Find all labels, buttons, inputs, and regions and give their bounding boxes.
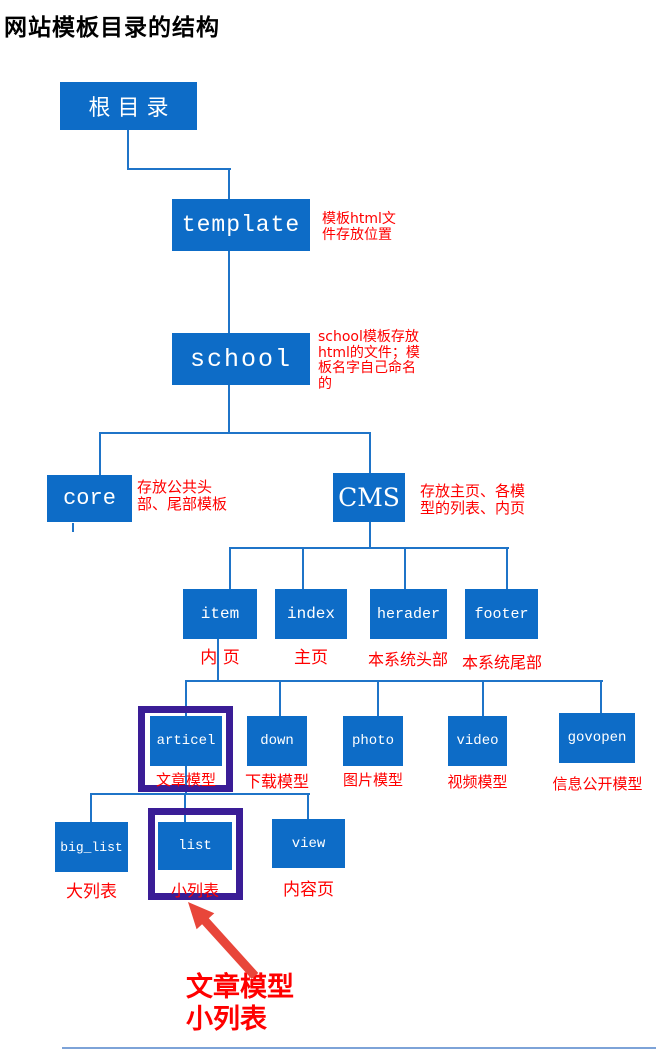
connector-cms-in [369,432,371,474]
red-arrow-icon [158,896,268,982]
caption-list: 小列表 [170,881,219,900]
caption-view: 内容页 [283,880,334,900]
node-list: list [158,822,232,870]
node-core: core [47,475,132,522]
connector-item-down [217,639,219,682]
connector-bus-core-cms [99,432,371,434]
node-template: template [172,199,310,251]
caption-herader: 本系统头部 [367,650,448,669]
connector-root-down [127,130,129,170]
connector-template-school [228,251,230,334]
node-footer: footer [465,589,538,639]
bottom-rule [62,1047,656,1049]
highlight-articel-frame [138,706,233,792]
connector-bus-articel-children [90,793,310,795]
callout-line2: 小列表 [186,1004,267,1036]
connector-video-in [482,680,484,717]
caption-index: 主页 [294,648,328,668]
connector-template-in [228,168,230,200]
connector-index-in [302,547,304,590]
connector-bus-cms-children [229,547,509,549]
connector-root-template-h [127,168,231,170]
node-school: school [172,333,310,385]
connector-govopen-in [600,680,602,714]
connector-cms-down [369,522,371,549]
node-down: down [247,716,307,766]
node-herader: herader [370,589,447,639]
node-articel: articel [150,716,222,766]
caption-video: 视频模型 [447,773,508,791]
caption-articel: 文章模型 [155,771,216,789]
callout-line1: 文章模型 [186,972,294,1003]
connector-articel-in [185,680,187,717]
connector-footer-in [506,547,508,590]
connector-biglist-in [90,793,92,823]
note-cms: 存放主页、各模 型的列表、内页 [420,482,526,517]
caption-big-list: 大列表 [66,882,117,902]
connector-school-down [228,385,230,434]
caption-footer: 本系统尾部 [461,653,542,672]
note-template: 模板html文 件存放位置 [322,211,396,243]
node-photo: photo [343,716,403,766]
node-index: index [275,589,347,639]
caption-down: 下载模型 [245,772,310,791]
node-item: item [183,589,257,639]
node-root: 根目录 [60,82,197,130]
connector-core-tick [72,523,74,532]
node-govopen: govopen [559,713,635,763]
node-video: video [448,716,507,766]
connector-photo-in [377,680,379,717]
caption-photo: 图片模型 [343,771,404,789]
note-school: school模板存放 html的文件；模 板名字自己命名 的 [318,329,420,393]
connector-core-in [99,432,101,476]
node-view: view [272,819,345,868]
callout-text: 文章模型 小列表 [186,972,294,1037]
connector-item-in [229,547,231,590]
connector-articel-down [185,766,187,795]
caption-govopen: 信息公开模型 [552,775,643,793]
connector-down-in [279,680,281,717]
node-cms: CMS [333,473,405,522]
connector-bus-item-children [185,680,603,682]
caption-item: 内 页 [200,648,240,668]
connector-view-in [307,793,309,820]
node-big-list: big_list [55,822,128,872]
page-title: 网站模板目录的结构 [4,15,220,41]
connector-herader-in [404,547,406,590]
highlight-list-frame [148,808,243,900]
note-core: 存放公共头 部、尾部模板 [137,478,228,513]
